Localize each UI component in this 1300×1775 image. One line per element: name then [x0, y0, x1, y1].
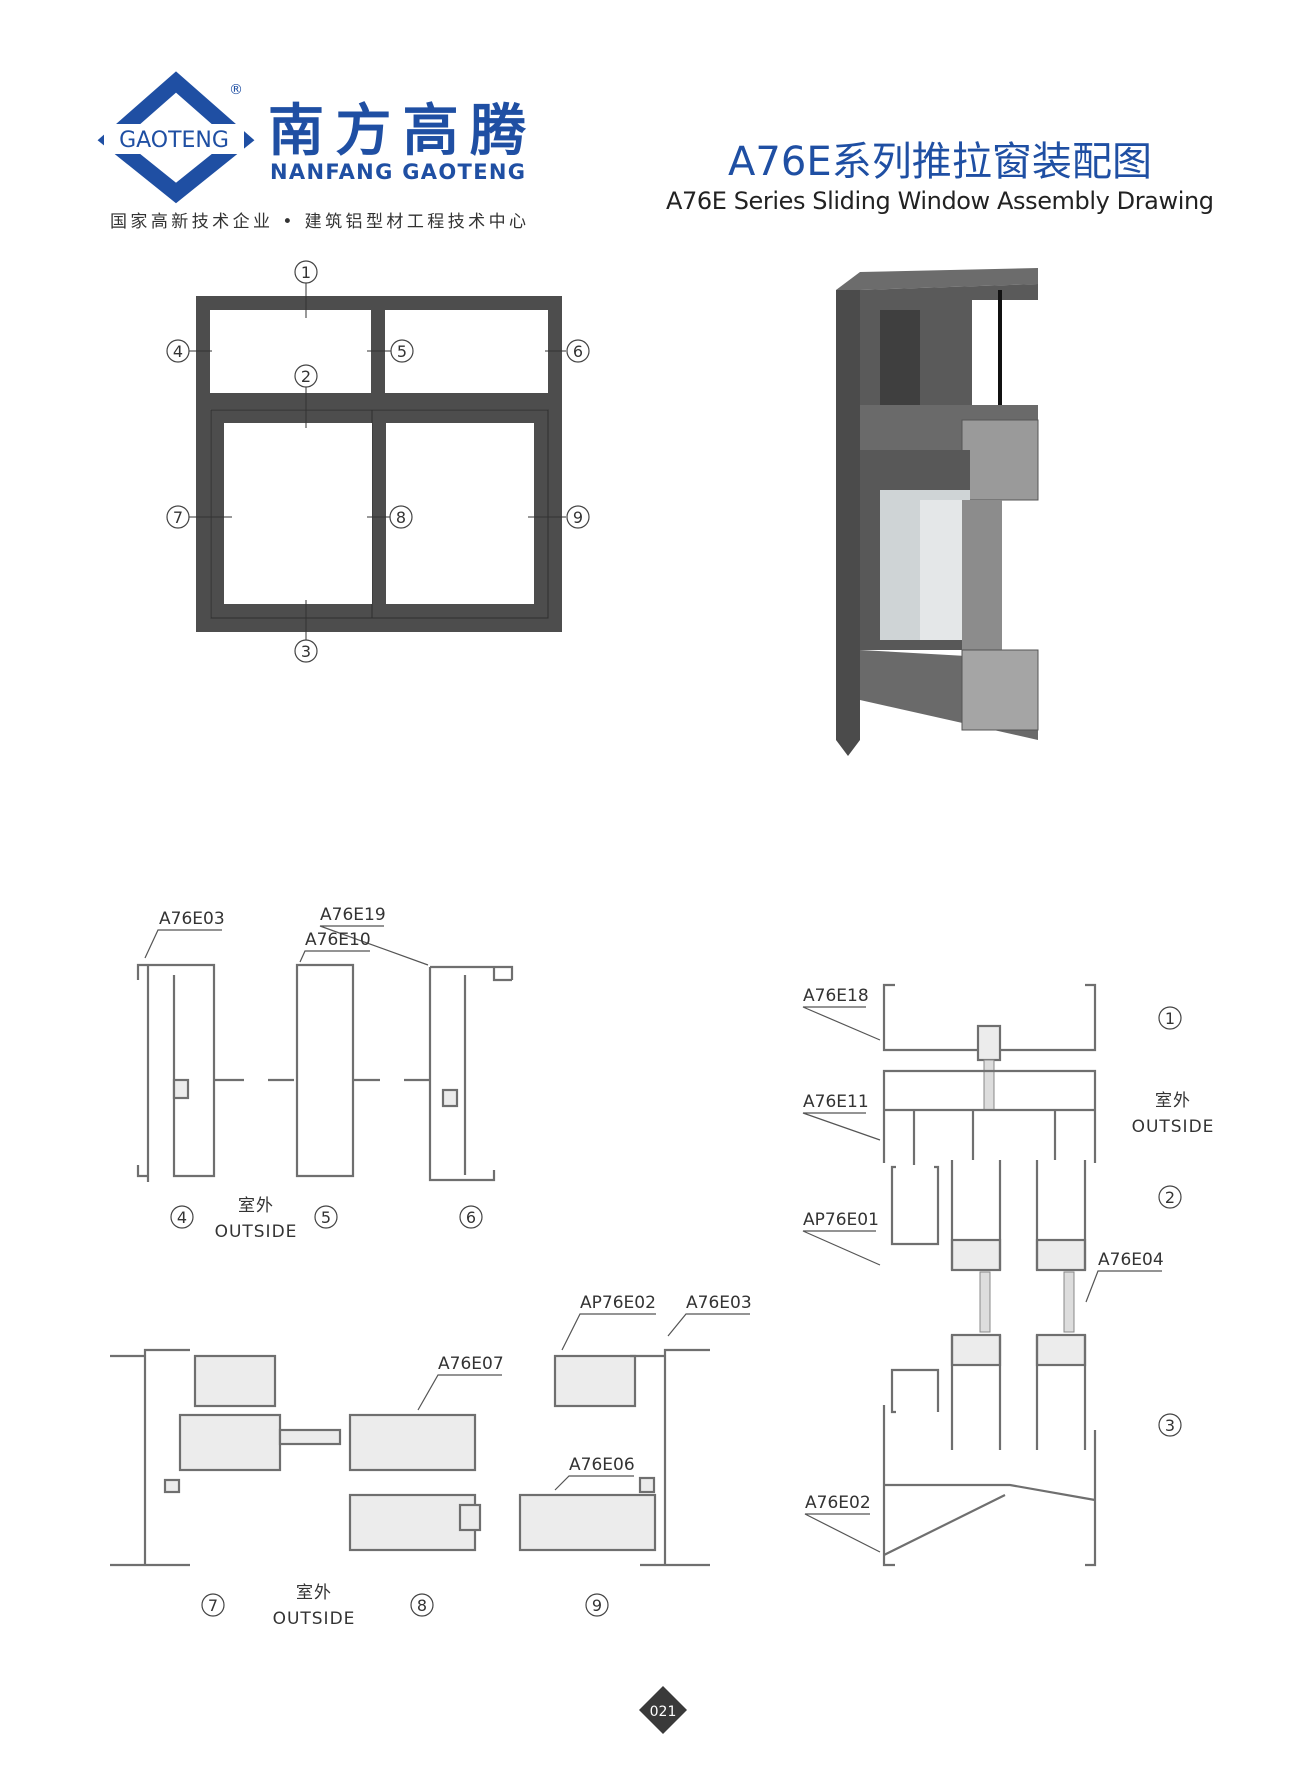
part-label-a76e03: A76E03	[159, 909, 225, 929]
registered-mark: ®	[229, 82, 243, 98]
elevation-markers: 1 2 3 4 5 6 7 8 9	[166, 260, 590, 663]
marker-5: 5	[397, 342, 407, 361]
marker-1: 1	[1165, 1009, 1175, 1028]
marker-6: 6	[573, 342, 583, 361]
part-label-a76e03: A76E03	[686, 1293, 752, 1313]
marker-6: 6	[466, 1208, 476, 1227]
section-7-8-9	[110, 1348, 710, 1567]
part-label-a76e18: A76E18	[803, 986, 869, 1006]
outside-label-cn: 室外	[238, 1196, 274, 1216]
marker-7: 7	[173, 508, 183, 527]
part-label-a76e19: A76E19	[320, 905, 386, 925]
section-1-2-3	[882, 983, 1097, 1567]
page-title-en: A76E Series Sliding Window Assembly Draw…	[666, 187, 1214, 215]
page-number-badge: 021	[639, 1686, 687, 1734]
part-label-a76e02: A76E02	[805, 1493, 871, 1513]
outside-label-cn: 室外	[296, 1583, 332, 1603]
window-3d-render	[836, 268, 1039, 756]
part-label-a76e10: A76E10	[305, 930, 371, 950]
marker-8: 8	[396, 508, 406, 527]
marker-1: 1	[301, 263, 311, 282]
window-elevation	[189, 283, 566, 640]
page-title-cn: A76E系列推拉窗装配图	[728, 139, 1152, 185]
brand-name-en: NANFANG GAOTENG	[270, 160, 525, 184]
marker-5: 5	[321, 1208, 331, 1227]
marker-2: 2	[301, 367, 311, 386]
brand-logo: GAOTENG ®	[97, 71, 255, 204]
logo-text: GAOTENG	[119, 128, 229, 153]
part-label-ap76e01: AP76E01	[803, 1210, 879, 1230]
marker-9: 9	[573, 508, 583, 527]
marker-4: 4	[173, 342, 183, 361]
outside-label-cn: 室外	[1155, 1091, 1191, 1111]
marker-4: 4	[177, 1208, 187, 1227]
outside-label-en: OUTSIDE	[1132, 1117, 1215, 1137]
marker-2: 2	[1165, 1188, 1175, 1207]
brand-tagline: 国家高新技术企业 • 建筑铝型材工程技术中心	[110, 212, 526, 232]
marker-9: 9	[592, 1596, 602, 1615]
part-label-a76e04: A76E04	[1098, 1250, 1164, 1270]
part-label-ap76e02: AP76E02	[580, 1293, 656, 1313]
section-7-8-9-labels: AP76E02 A76E03 A76E07 A76E06 7 8 9 室外 OU…	[201, 1293, 752, 1629]
marker-3: 3	[1165, 1416, 1175, 1435]
brand-name-cn: 南方高腾	[268, 99, 527, 164]
part-label-a76e07: A76E07	[438, 1354, 504, 1374]
marker-8: 8	[417, 1596, 427, 1615]
section-4-5-6	[136, 963, 514, 1182]
logo-diamond-icon	[97, 71, 255, 204]
outside-label-en: OUTSIDE	[273, 1609, 356, 1629]
marker-3: 3	[301, 642, 311, 661]
section-4-5-6-labels: A76E03 A76E19 A76E10 4 5 6 室外 OUTSIDE	[144, 905, 483, 1242]
part-label-a76e06: A76E06	[569, 1455, 635, 1475]
page-number: 021	[650, 1704, 677, 1720]
marker-7: 7	[208, 1596, 218, 1615]
outside-label-en: OUTSIDE	[215, 1222, 298, 1242]
section-1-2-3-labels: A76E18 A76E11 AP76E01 A76E04 A76E02 1 2 …	[802, 986, 1215, 1553]
part-label-a76e11: A76E11	[803, 1092, 869, 1112]
